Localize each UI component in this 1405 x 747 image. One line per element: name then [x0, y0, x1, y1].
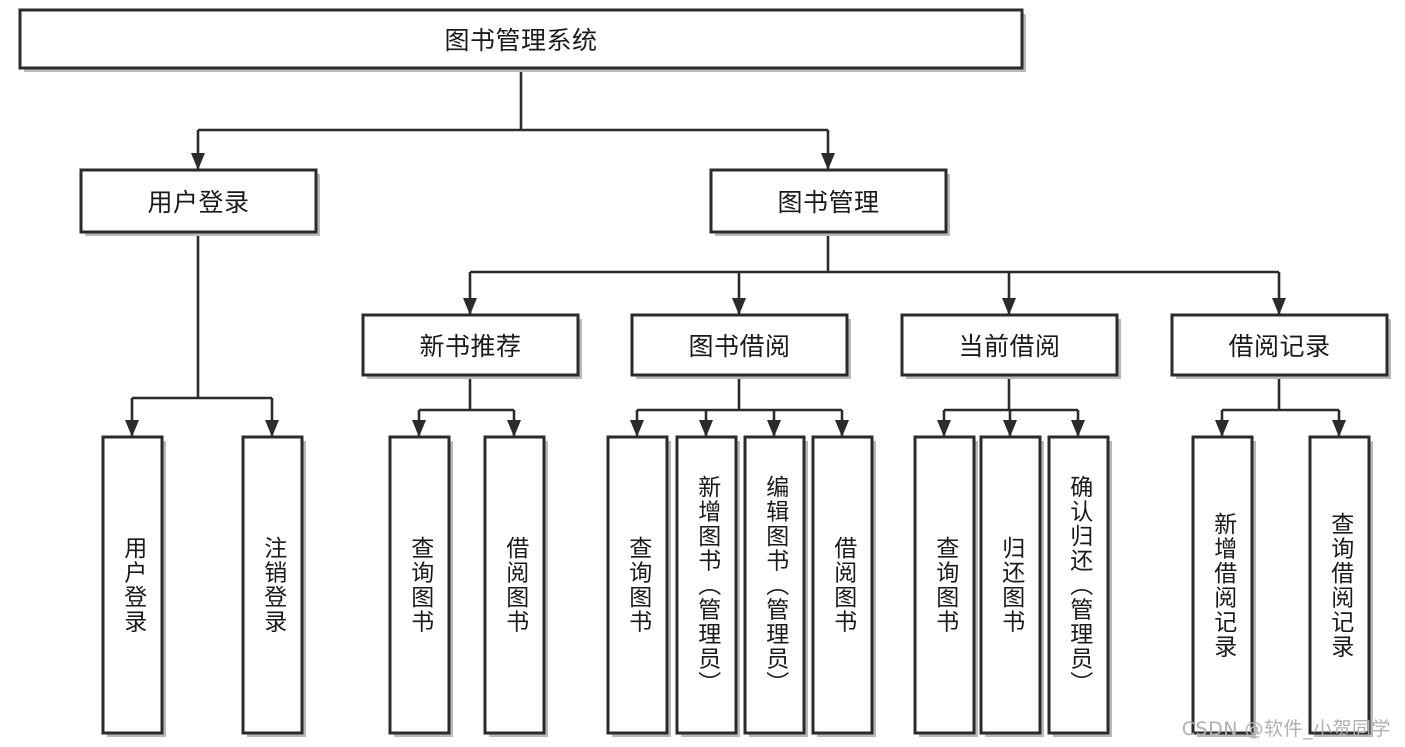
- node-book-borrow[interactable]: [630, 313, 849, 377]
- node-borrow-record[interactable]: [1170, 313, 1389, 377]
- connector-arrowhead: [191, 153, 205, 170]
- watermark-label: CSDN @软件_小贺同学: [1181, 718, 1391, 740]
- node-user-login[interactable]: [79, 168, 318, 234]
- connector-arrowhead: [835, 420, 849, 437]
- connector-arrowhead: [732, 298, 746, 315]
- connector-arrowhead: [1215, 420, 1229, 437]
- node-leaf-logout[interactable]: [241, 435, 304, 735]
- node-leaf-query-book-2[interactable]: [606, 435, 669, 735]
- connector-arrowhead: [1332, 420, 1346, 437]
- connector-arrowhead: [1002, 298, 1016, 315]
- connector-arrowhead: [412, 420, 426, 437]
- connector-arrowhead: [1003, 420, 1017, 437]
- connector-arrowhead: [507, 420, 521, 437]
- node-leaf-add-borrow-record[interactable]: [1191, 435, 1254, 735]
- connector-arrowhead: [125, 420, 139, 437]
- node-leaf-query-book-3[interactable]: [913, 435, 976, 735]
- connector-arrowhead: [821, 153, 835, 170]
- node-leaf-user-login[interactable]: [101, 435, 164, 735]
- connector-arrowhead: [1272, 298, 1286, 315]
- connector-arrowhead: [265, 420, 279, 437]
- node-leaf-edit-book-admin[interactable]: [743, 435, 806, 735]
- node-leaf-return-book[interactable]: [979, 435, 1042, 735]
- connector-arrowhead: [699, 420, 713, 437]
- node-leaf-query-book-1[interactable]: [388, 435, 451, 735]
- connector-arrowhead: [1071, 420, 1085, 437]
- node-leaf-borrow-book-1[interactable]: [483, 435, 546, 735]
- node-book-management[interactable]: [709, 168, 948, 234]
- connector-arrowhead: [630, 420, 644, 437]
- node-leaf-add-book-admin[interactable]: [675, 435, 738, 735]
- connector-arrowhead: [937, 420, 951, 437]
- node-leaf-borrow-book-2[interactable]: [811, 435, 874, 735]
- node-leaf-query-borrow-record[interactable]: [1308, 435, 1371, 735]
- connector-arrowhead: [767, 420, 781, 437]
- node-current-borrow[interactable]: [900, 313, 1119, 377]
- connector-arrowhead: [463, 298, 477, 315]
- node-new-book-recommend[interactable]: [361, 313, 580, 377]
- node-leaf-confirm-return-admin[interactable]: [1047, 435, 1110, 735]
- node-root[interactable]: [18, 8, 1024, 70]
